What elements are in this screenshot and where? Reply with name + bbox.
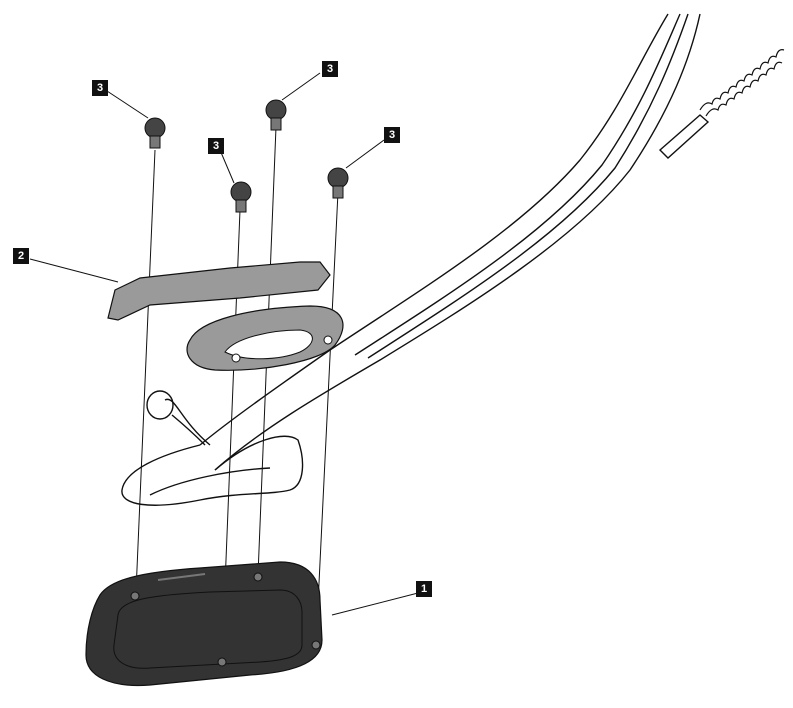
screw-icon: [265, 99, 287, 131]
screw-icon: [327, 167, 349, 199]
part-2-bracket: [107, 261, 344, 371]
screw-icon: [144, 117, 166, 149]
spring: [699, 49, 785, 117]
callout-3-screw-top: 3: [322, 61, 338, 77]
side-stand-leg: [121, 13, 710, 506]
callout-3-screw-left: 3: [92, 80, 108, 96]
callout-2-bracket: 2: [13, 248, 29, 264]
callout-1-foot: 1: [416, 581, 432, 597]
callout-leaders: [29, 72, 419, 616]
callout-3-screw-right: 3: [384, 127, 400, 143]
callout-3-screw-middle: 3: [208, 138, 224, 154]
screw-icon: [230, 181, 252, 213]
part-1-side-stand-foot: [85, 561, 323, 687]
